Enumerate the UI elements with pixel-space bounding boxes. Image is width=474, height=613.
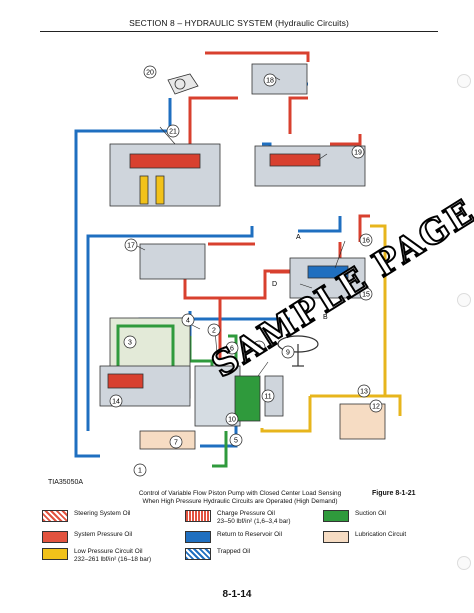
port-a: A [296, 234, 301, 241]
legend-label: Charge Pressure Oil [217, 510, 275, 517]
legend-label: Low Pressure Circuit Oil [74, 548, 143, 555]
legend-lube: Lubrication Circuit [323, 531, 406, 543]
caption-line-2: When High Pressure Hydraulic Circuits ar… [142, 498, 338, 505]
punch-hole-top [457, 74, 471, 88]
callout-14: 14 [112, 399, 120, 406]
control-lever-20 [167, 73, 199, 95]
swatch-lowpress [42, 548, 68, 560]
callout-20: 20 [146, 70, 154, 77]
callout-10: 10 [228, 417, 236, 424]
callout-7: 7 [174, 440, 178, 447]
low-pressure-lines [260, 224, 402, 433]
swatch-system [42, 531, 68, 543]
legend-charge: Charge Pressure Oil 23–50 lbf/in² (1,6–3… [185, 510, 291, 525]
legend-lowpress: Low Pressure Circuit Oil 232–261 lbf/in²… [42, 548, 151, 563]
swatch-return [185, 531, 211, 543]
swatch-lube [323, 531, 349, 543]
callout-17: 17 [127, 243, 135, 250]
figure-caption: Control of Variable Flow Piston Pump wit… [122, 490, 358, 506]
legend-return: Return to Reservoir Oil [185, 531, 282, 543]
swatch-steering [42, 510, 68, 522]
figure-id: TIA35050A [48, 479, 84, 486]
swatch-charge [185, 510, 211, 522]
legend-label: Suction Oil [355, 510, 386, 517]
header-rule [40, 31, 438, 32]
color-legend: Steering System Oil Charge Pressure Oil … [40, 508, 438, 568]
callout-4: 4 [186, 318, 190, 325]
steering-wheel [277, 335, 319, 367]
filter-8 [234, 375, 261, 422]
legend-label: Steering System Oil [74, 510, 131, 517]
hydraulic-circuit-diagram: 20 18 21 19 17 16 15 4 2 3 6 [40, 36, 438, 479]
callout-16: 16 [362, 238, 370, 245]
figure-number: Figure 8-1-21 [372, 490, 416, 497]
punch-hole-middle [457, 293, 471, 307]
legend-steering: Steering System Oil [42, 510, 130, 522]
legend-label: Trapped Oil [217, 548, 251, 555]
valve-18 [251, 63, 308, 95]
callout-8: 8 [257, 345, 261, 352]
port-c: C [281, 318, 286, 325]
port-d: D [272, 281, 277, 288]
reservoir-7 [139, 430, 196, 450]
swatch-suction [323, 510, 349, 522]
callout-3: 3 [128, 340, 132, 347]
callout-18: 18 [266, 78, 274, 85]
components [99, 63, 386, 450]
callout-19: 19 [354, 150, 362, 157]
legend-label: Return to Reservoir Oil [217, 531, 282, 538]
callout-15: 15 [362, 292, 370, 299]
legend-sublabel: 232–261 lbf/in² (16–18 bar) [74, 555, 152, 563]
callout-13: 13 [360, 389, 368, 396]
page-number: 8-1-14 [222, 589, 252, 600]
legend-sublabel: 23–50 lbf/in² (1,6–3,4 bar) [217, 517, 291, 525]
port-b: B [323, 314, 328, 321]
port-labels: A B C D [272, 234, 328, 325]
circuit-svg: 20 18 21 19 17 16 15 4 2 3 6 [74, 51, 402, 477]
callout-2: 2 [212, 328, 216, 335]
swatch-trapped [185, 548, 211, 560]
callout-6: 6 [230, 346, 234, 353]
legend-label: System Pressure Oil [74, 531, 133, 538]
punch-hole-bottom [457, 556, 471, 570]
valve-17 [139, 243, 206, 280]
callout-1: 1 [138, 468, 142, 475]
legend-suction: Suction Oil [323, 510, 386, 522]
callout-markers: 20 18 21 19 17 16 15 4 2 3 6 [109, 65, 383, 477]
section-header: SECTION 8 – HYDRAULIC SYSTEM (Hydraulic … [129, 18, 349, 28]
callout-9: 9 [286, 350, 290, 357]
callout-21: 21 [169, 129, 177, 136]
callout-12: 12 [372, 404, 380, 411]
legend-label: Lubrication Circuit [355, 531, 407, 538]
caption-line-1: Control of Variable Flow Piston Pump wit… [138, 490, 342, 497]
callout-11: 11 [264, 394, 271, 401]
legend-system: System Pressure Oil [42, 531, 132, 543]
legend-trapped: Trapped Oil [185, 548, 250, 560]
callout-5: 5 [234, 438, 238, 445]
pump-control-valve [109, 143, 221, 207]
